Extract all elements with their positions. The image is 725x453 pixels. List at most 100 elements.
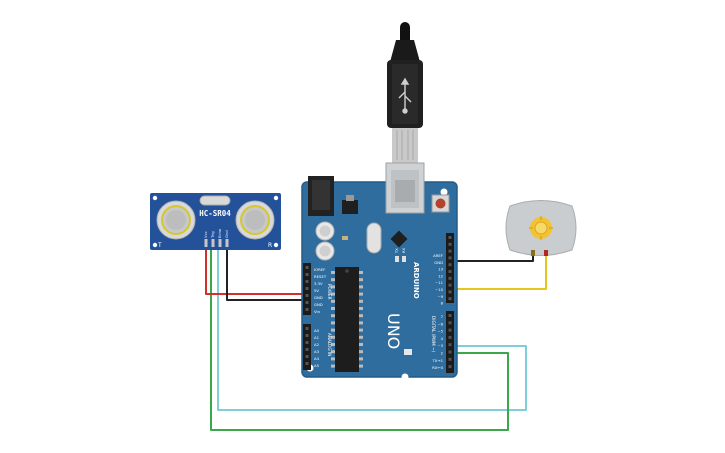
chip-pin [331, 307, 335, 310]
motor-rotor-icon [529, 216, 553, 240]
motor-terminal-negative[interactable] [531, 250, 535, 256]
chip-pin [359, 357, 363, 361]
chip-pin [359, 343, 363, 346]
chip-pin [331, 299, 335, 303]
pin-label: A5 [314, 363, 320, 368]
header-hole [305, 294, 309, 297]
dc-power-jack [308, 176, 334, 216]
sensor-pin-trig-label: Trig [210, 231, 215, 239]
chip-pin [359, 364, 363, 368]
chip-pin [331, 271, 335, 274]
header-hole [448, 335, 452, 339]
header-hole [448, 290, 452, 294]
chip-pin [331, 357, 335, 361]
header-hole [448, 242, 452, 246]
header-hole [448, 343, 452, 347]
chip-pin [359, 307, 363, 310]
pin-label: RESET [314, 274, 327, 279]
pin-label: ~9 [437, 294, 443, 299]
header-hole [448, 283, 452, 287]
pin-label: ~3 [437, 343, 443, 348]
header-hole [448, 249, 452, 253]
chip-pin [331, 364, 335, 368]
header-hole [305, 301, 309, 304]
hc-sr04-sensor[interactable]: HC-SR04 T R Vcc Trig Echo Gnd [150, 193, 281, 250]
analog-header-title: ANALOG IN [327, 333, 332, 356]
chip-pin [331, 350, 335, 354]
header-hole [305, 273, 309, 276]
chip-pin [331, 343, 335, 346]
chip-pin [359, 285, 363, 289]
sensor-pins[interactable] [204, 239, 229, 247]
sensor-t-label: T [157, 242, 162, 249]
mounting-hole [273, 242, 279, 248]
receiver-transducer [235, 200, 275, 240]
pin-label: 5V [314, 288, 319, 293]
arduino-uno-board[interactable]: TX RX ARDUINO UNO POWER ANALOG IN DIGITA… [301, 162, 458, 381]
sensor-pin-gnd-label: Gnd [224, 230, 229, 238]
header-hole [305, 280, 309, 283]
smd-component [404, 349, 412, 355]
motor-terminal-positive[interactable] [544, 250, 548, 256]
tx-led [395, 256, 399, 262]
usb-cable[interactable] [387, 22, 423, 164]
pin-label: 13 [438, 267, 443, 272]
pin-label: 4 [441, 336, 444, 341]
analog-header[interactable] [303, 324, 311, 370]
digital-header-bottom[interactable] [446, 311, 454, 373]
chip-pin [331, 292, 335, 296]
wire-motor-gnd[interactable] [452, 254, 534, 262]
pin-label: 12 [438, 273, 443, 278]
pin-label: IOREF [314, 267, 325, 272]
usb-b-port [385, 162, 425, 214]
wire-gnd[interactable] [226, 244, 309, 301]
atmega-chip [335, 267, 359, 372]
reset-button[interactable] [431, 194, 450, 213]
pin-label: A3 [314, 349, 320, 354]
pin-label: A2 [314, 342, 320, 347]
header-hole [448, 236, 452, 239]
pin-label: 3.3V [314, 281, 323, 286]
mounting-hole [152, 242, 158, 248]
header-hole [448, 263, 452, 267]
header-hole [448, 314, 452, 317]
wire-echo[interactable] [210, 244, 509, 431]
header-hole [448, 270, 452, 273]
sensor-model-label: HC-SR04 [199, 209, 231, 218]
pin-label: GND [314, 295, 323, 300]
header-holes [305, 236, 452, 369]
wire-motor-signal[interactable] [452, 254, 547, 290]
chip-pin [359, 271, 363, 274]
chip-pin [359, 321, 363, 325]
sensor-r-label: R [268, 242, 272, 249]
chip-pin [331, 314, 335, 318]
chip-pin [331, 285, 335, 289]
header-hole [305, 355, 309, 358]
header-hole [305, 308, 309, 311]
pin-label: Vin [314, 309, 321, 314]
header-hole [448, 328, 452, 332]
pin-label: A0 [314, 328, 320, 333]
rx-led [402, 256, 406, 262]
header-hole [448, 297, 452, 301]
chip-pins [331, 271, 363, 368]
header-hole [305, 362, 309, 365]
pin-label: GND [314, 302, 323, 307]
mounting-hole [440, 188, 448, 196]
sensor-pin-echo-label: Echo [217, 228, 222, 238]
chip-pin [359, 299, 363, 303]
pin-label: GND [434, 260, 443, 265]
pin-label: ~10 [435, 287, 444, 292]
pin-label: RX←0 [432, 365, 443, 370]
header-hole [305, 348, 309, 351]
dc-motor[interactable] [505, 200, 577, 257]
wire-5v[interactable] [205, 244, 309, 295]
chip-pin [331, 278, 335, 282]
chip-pin [359, 335, 363, 339]
wire-trig[interactable] [217, 244, 527, 411]
chip-pin [331, 328, 335, 332]
chip-pin [359, 350, 363, 354]
digital-header-top[interactable] [446, 233, 454, 303]
